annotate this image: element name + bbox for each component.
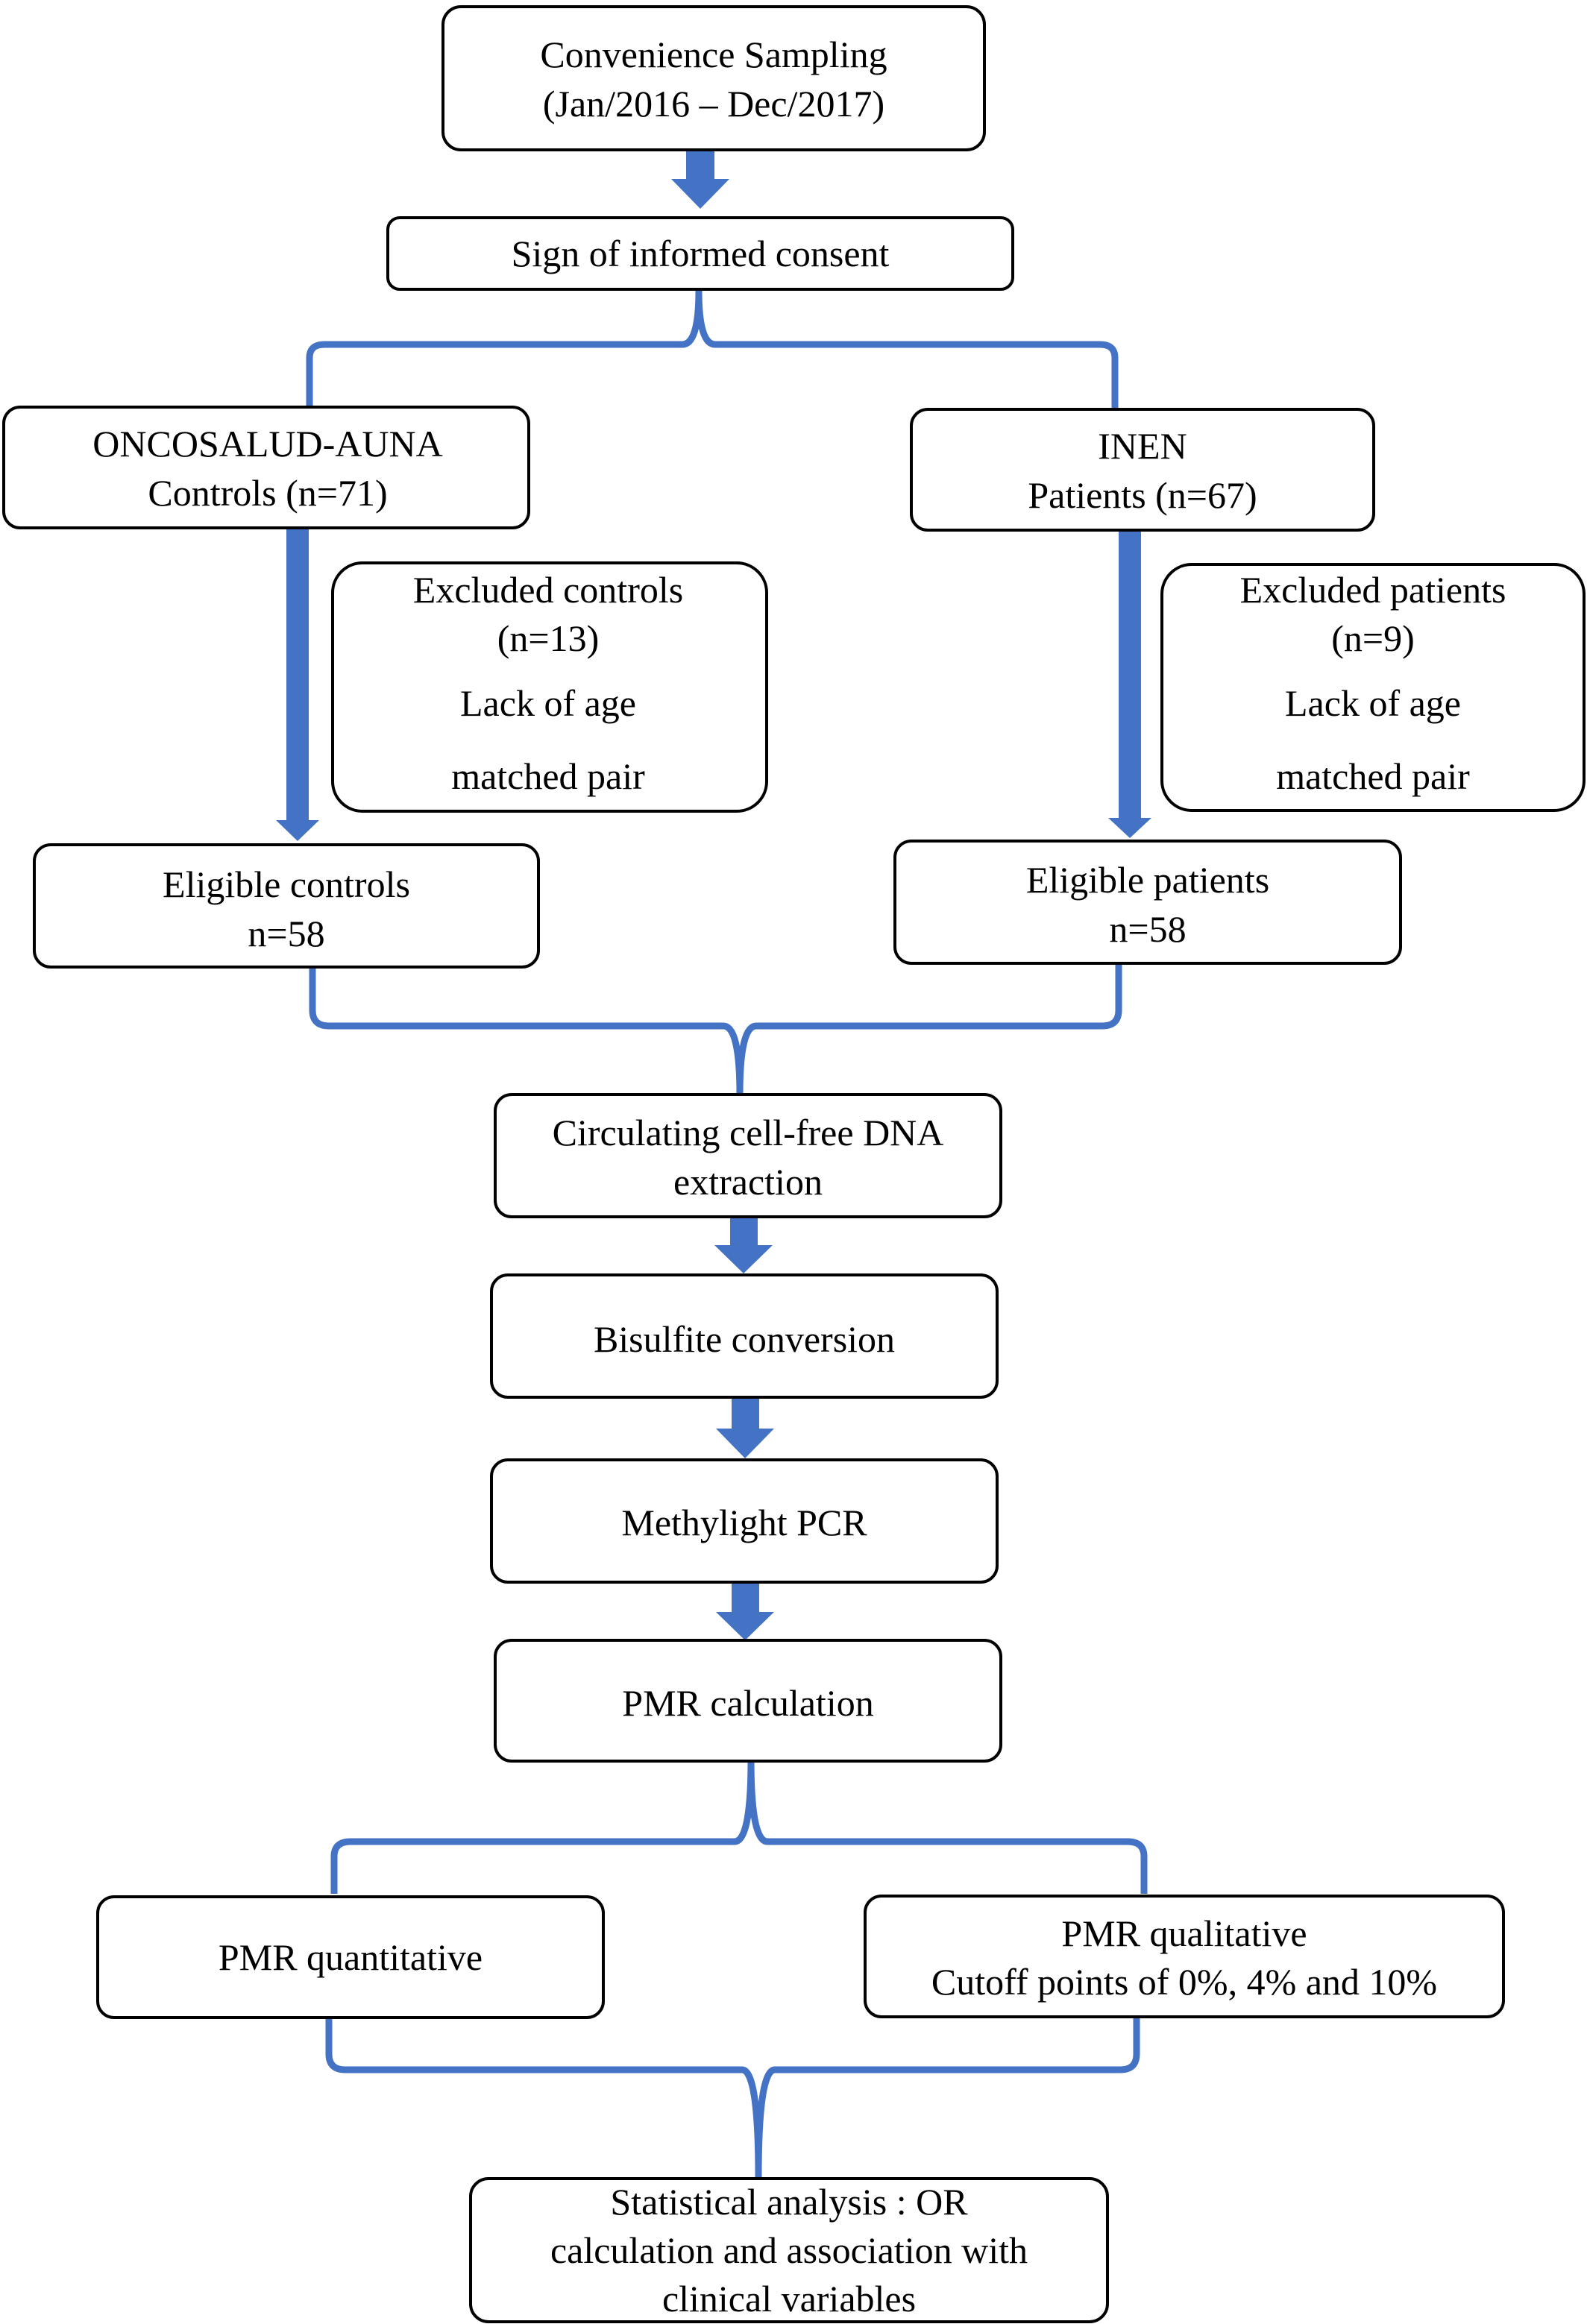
box-excluded-patients-line-2: (n=9): [1331, 617, 1415, 659]
box-excluded-patients-line-4: matched pair: [1276, 755, 1470, 797]
box-excluded-patients-line-3: Lack of age: [1285, 682, 1461, 724]
box-sampling-line-2: (Jan/2016 – Dec/2017): [543, 83, 884, 125]
box-controls-line-1: ONCOSALUD-AUNA: [92, 423, 442, 465]
connectors: [276, 149, 1151, 2181]
merge-brace-eligible: [309, 964, 1122, 1098]
box-sampling-line-1: Convenience Sampling: [540, 34, 887, 75]
box-eligible-patients: Eligible patients n=58: [893, 840, 1402, 965]
split-brace-consent: [306, 287, 1119, 409]
box-consent: Sign of informed consent: [386, 216, 1014, 291]
box-stats-line-2: calculation and association with: [550, 2229, 1028, 2271]
box-pmr-qual-line-1: PMR qualitative: [1061, 1912, 1307, 1954]
box-excluded-controls-line-3: Lack of age: [460, 682, 636, 724]
arrow-bisulfite-to-methylight: [716, 1399, 774, 1458]
box-eligible-patients-line-2: n=58: [1109, 908, 1186, 950]
box-eligible-controls-line-2: n=58: [248, 913, 324, 954]
box-eligible-controls: Eligible controls n=58: [33, 843, 540, 969]
box-pmr-qual-line-2: Cutoff points of 0%, 4% and 10%: [931, 1961, 1437, 2003]
box-stats: Statistical analysis : OR calculation an…: [469, 2177, 1109, 2323]
box-extraction: Circulating cell-free DNA extraction: [494, 1093, 1002, 1218]
box-excluded-controls-line-2: (n=13): [497, 617, 600, 659]
box-excluded-patients: Excluded patients (n=9) Lack of age matc…: [1160, 563, 1586, 812]
arrow-patients-head: [1108, 818, 1151, 838]
box-pmr-quant: PMR quantitative: [96, 1895, 605, 2019]
box-methylight: Methylight PCR: [490, 1458, 999, 1584]
arrow-controls-head: [276, 820, 319, 841]
box-pmr-quant-line-1: PMR quantitative: [219, 1936, 483, 1978]
arrow-controls-shaft: [286, 526, 309, 821]
box-patients: INEN Patients (n=67): [910, 408, 1375, 532]
box-excluded-controls-line-4: matched pair: [451, 755, 645, 797]
box-eligible-controls-line-1: Eligible controls: [163, 863, 410, 905]
box-consent-line-1: Sign of informed consent: [512, 233, 890, 274]
box-bisulfite-line-1: Bisulfite conversion: [594, 1318, 895, 1360]
merge-brace-pmr: [325, 2017, 1140, 2181]
box-controls-line-2: Controls (n=71): [148, 472, 387, 514]
box-pmr-calc: PMR calculation: [494, 1639, 1002, 1763]
box-patients-line-2: Patients (n=67): [1028, 474, 1257, 516]
box-excluded-controls: Excluded controls (n=13) Lack of age mat…: [331, 561, 768, 813]
box-stats-line-3: clinical variables: [662, 2278, 916, 2320]
box-sampling: Convenience Sampling (Jan/2016 – Dec/201…: [441, 5, 986, 151]
box-extraction-line-2: extraction: [673, 1161, 823, 1203]
box-stats-line-1: Statistical analysis : OR: [610, 2181, 968, 2223]
arrow-methylight-to-pmrcalc: [716, 1582, 774, 1640]
box-pmr-calc-line-1: PMR calculation: [622, 1682, 873, 1724]
arrow-extraction-to-bisulfite: [714, 1217, 773, 1273]
split-brace-pmr: [330, 1756, 1148, 1894]
box-excluded-controls-line-1: Excluded controls: [413, 569, 683, 611]
box-patients-line-1: INEN: [1098, 425, 1187, 467]
box-controls: ONCOSALUD-AUNA Controls (n=71): [2, 406, 530, 529]
box-methylight-line-1: Methylight PCR: [621, 1502, 867, 1543]
arrow-sampling-to-consent: [671, 149, 729, 209]
box-bisulfite: Bisulfite conversion: [490, 1273, 999, 1399]
box-eligible-patients-line-1: Eligible patients: [1026, 859, 1269, 901]
box-excluded-patients-line-1: Excluded patients: [1240, 569, 1506, 611]
arrow-patients-shaft: [1119, 529, 1141, 819]
box-pmr-qual: PMR qualitative Cutoff points of 0%, 4% …: [864, 1895, 1505, 2018]
box-extraction-line-1: Circulating cell-free DNA: [553, 1112, 944, 1153]
